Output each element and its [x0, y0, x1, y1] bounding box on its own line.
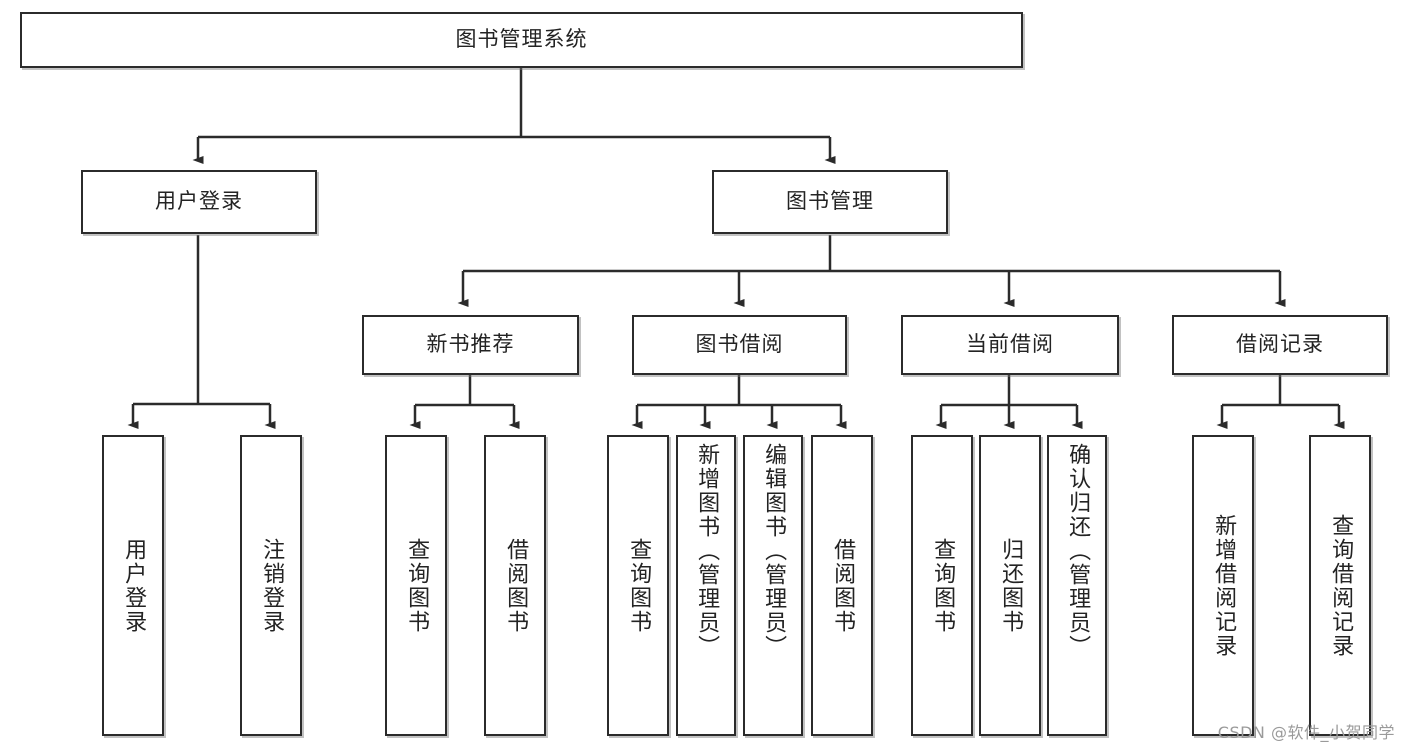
node-leaf-logout-login[interactable]: 注销登录: [240, 435, 302, 736]
node-book-management[interactable]: 图书管理: [712, 170, 948, 234]
node-leaf-user-login-label: 用户登录: [121, 537, 147, 634]
node-book-borrow-label: 图书借阅: [695, 332, 784, 357]
node-borrow-record-label: 借阅记录: [1236, 332, 1324, 357]
node-leaf-borrow-book-2-label: 借阅图书: [830, 537, 856, 634]
node-leaf-add-borrow-record-label: 新增借阅记录: [1211, 513, 1237, 658]
node-book-borrow[interactable]: 图书借阅: [632, 315, 847, 375]
node-current-borrow[interactable]: 当前借阅: [901, 315, 1119, 375]
node-leaf-query-book-2[interactable]: 查询图书: [607, 435, 669, 736]
node-leaf-add-book-label: 新增图书（管理员）: [694, 443, 720, 659]
node-leaf-confirm-return-label: 确认归还（管理员）: [1065, 443, 1091, 659]
node-new-book-recommend[interactable]: 新书推荐: [362, 315, 579, 375]
node-leaf-edit-book[interactable]: 编辑图书（管理员）: [743, 435, 803, 736]
node-leaf-user-login[interactable]: 用户登录: [102, 435, 164, 736]
watermark-label: CSDN @软件_小贺同学: [1217, 723, 1395, 742]
node-leaf-add-book[interactable]: 新增图书（管理员）: [676, 435, 736, 736]
node-new-book-recommend-label: 新书推荐: [426, 332, 515, 357]
node-leaf-query-book-1[interactable]: 查询图书: [385, 435, 447, 736]
node-leaf-logout-login-label: 注销登录: [259, 537, 285, 634]
node-leaf-borrow-book-2[interactable]: 借阅图书: [811, 435, 873, 736]
node-book-management-label: 图书管理: [786, 189, 874, 214]
node-leaf-query-borrow-record-label: 查询借阅记录: [1328, 513, 1354, 658]
node-root[interactable]: 图书管理系统: [20, 12, 1023, 68]
node-leaf-add-borrow-record[interactable]: 新增借阅记录: [1192, 435, 1254, 736]
node-leaf-return-book-label: 归还图书: [998, 537, 1024, 634]
node-user-login[interactable]: 用户登录: [81, 170, 317, 234]
node-leaf-return-book[interactable]: 归还图书: [979, 435, 1041, 736]
node-leaf-confirm-return[interactable]: 确认归还（管理员）: [1047, 435, 1107, 736]
node-leaf-borrow-book-1[interactable]: 借阅图书: [484, 435, 546, 736]
node-leaf-edit-book-label: 编辑图书（管理员）: [761, 443, 787, 659]
node-leaf-query-book-3-label: 查询图书: [930, 537, 956, 634]
node-borrow-record[interactable]: 借阅记录: [1172, 315, 1388, 375]
node-leaf-query-borrow-record[interactable]: 查询借阅记录: [1309, 435, 1371, 736]
node-leaf-query-book-2-label: 查询图书: [626, 537, 652, 634]
node-leaf-query-book-1-label: 查询图书: [404, 537, 430, 634]
node-user-login-label: 用户登录: [155, 189, 243, 214]
node-current-borrow-label: 当前借阅: [966, 332, 1054, 357]
node-leaf-borrow-book-1-label: 借阅图书: [503, 537, 529, 634]
node-leaf-query-book-3[interactable]: 查询图书: [911, 435, 973, 736]
node-root-label: 图书管理系统: [455, 27, 588, 52]
